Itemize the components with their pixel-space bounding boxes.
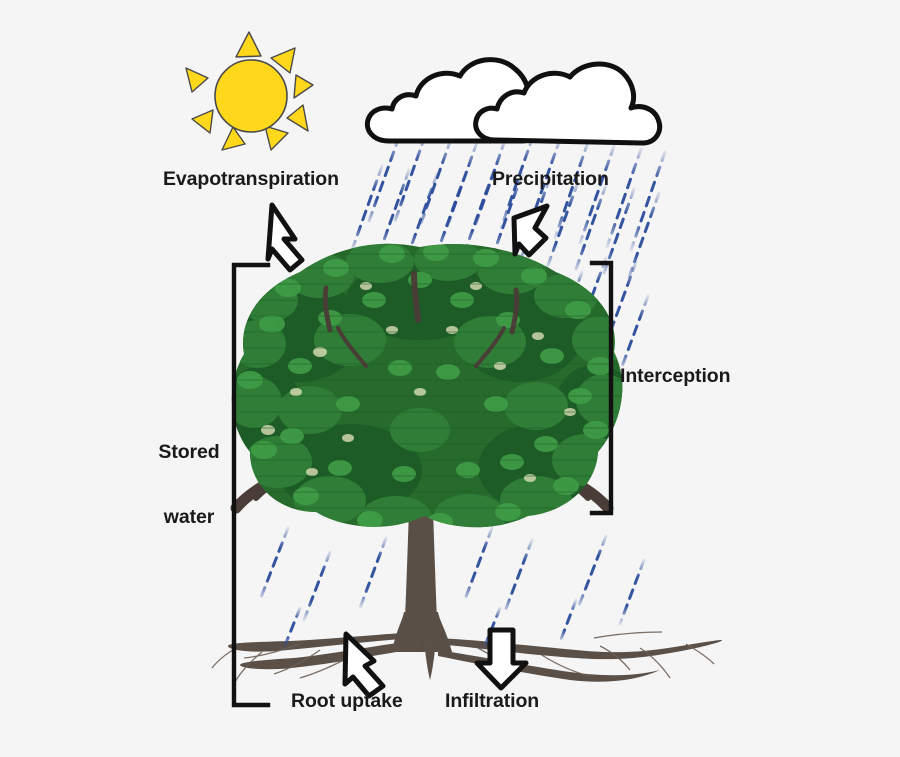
arrow-up-left-icon-root-uptake	[342, 631, 386, 699]
rain-streaks-foreground-icon	[258, 526, 646, 650]
label-stored-water-line1: Stored	[158, 440, 220, 463]
bracket-left-icon	[231, 262, 271, 708]
arrow-down-left-icon-precipitation	[511, 203, 550, 258]
bracket-right-icon	[589, 260, 614, 516]
label-evapotranspiration: Evapotranspiration	[163, 168, 339, 190]
tree-canopy-icon	[231, 243, 623, 528]
label-root-uptake: Root uptake	[291, 690, 403, 712]
tree-icon	[211, 243, 723, 685]
tree-roots-icon	[211, 631, 723, 685]
sun-icon	[185, 31, 314, 151]
label-stored-water: Stored water	[152, 398, 226, 573]
cloud-group	[364, 57, 663, 146]
arrow-up-left-icon-evapotranspiration	[265, 202, 305, 273]
label-infiltration: Infiltration	[445, 690, 540, 712]
rain-streaks-icon	[350, 134, 667, 374]
cloud-icon-right	[473, 61, 663, 146]
label-interception: Interception	[620, 365, 731, 387]
arrow-down-icon-infiltration	[474, 627, 529, 691]
label-stored-water-line2: water	[163, 506, 215, 529]
sun-disc	[214, 59, 288, 133]
label-precipitation: Precipitation	[492, 168, 609, 190]
